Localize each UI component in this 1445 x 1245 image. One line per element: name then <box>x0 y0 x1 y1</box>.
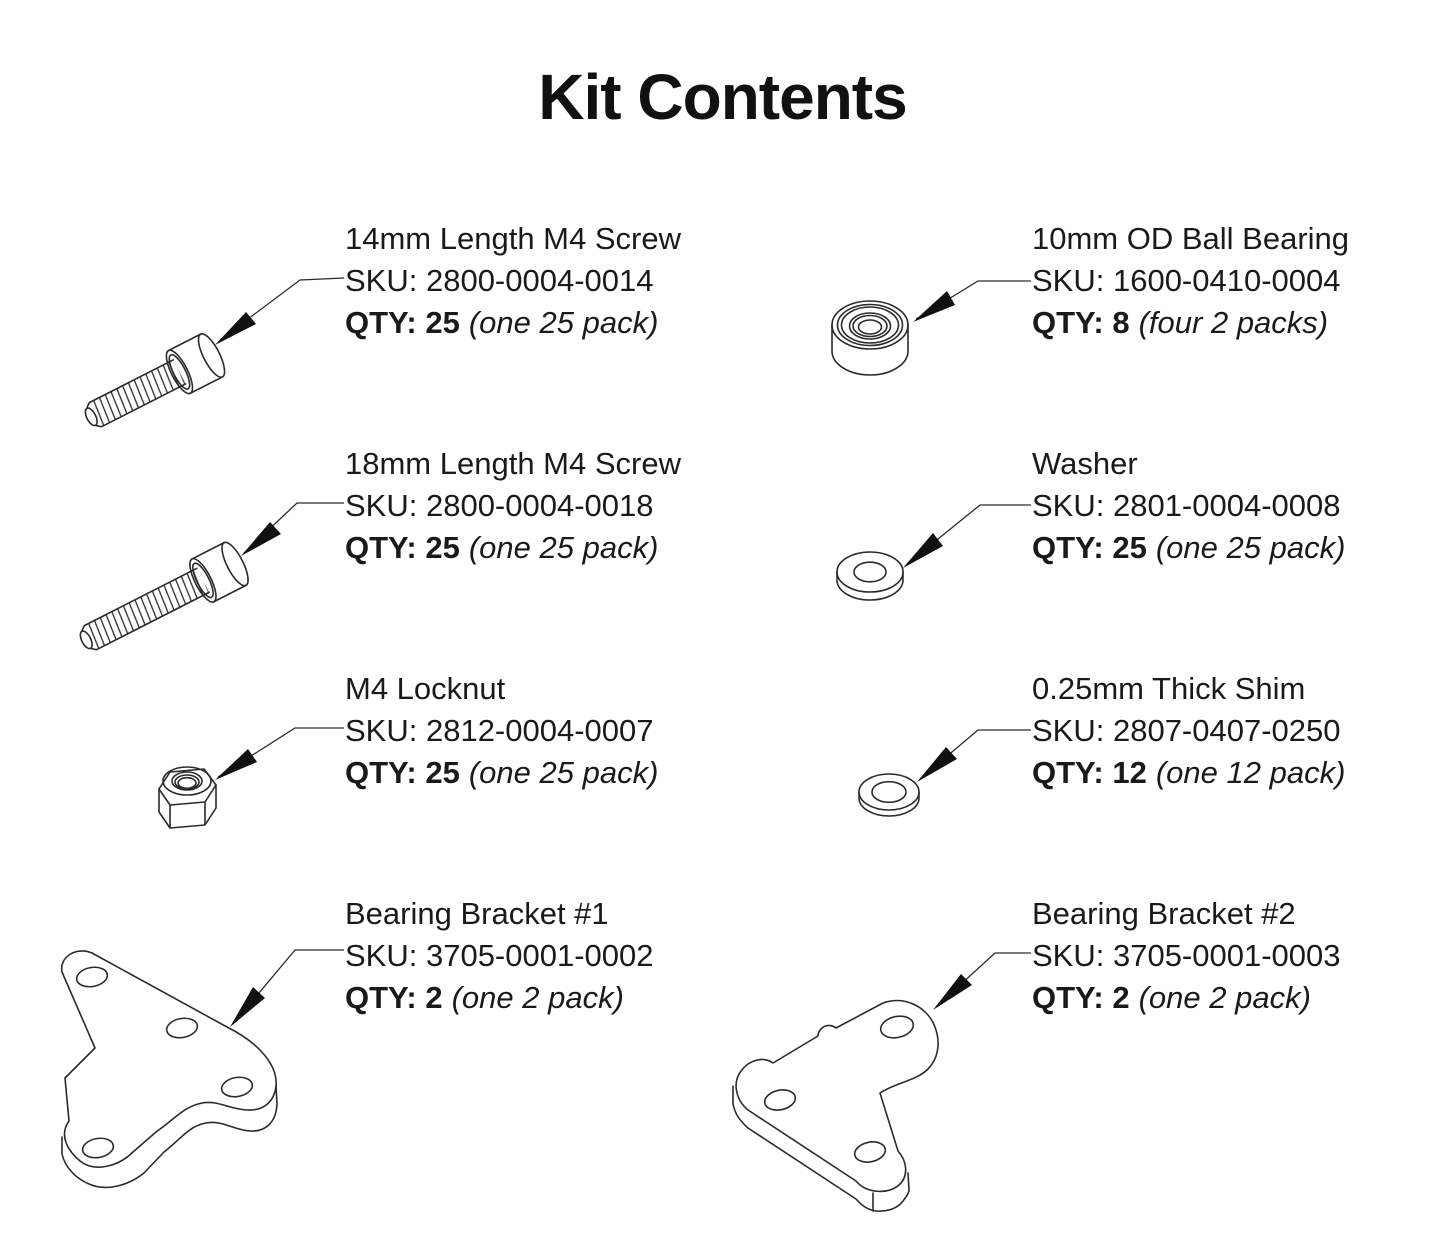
item-label-bracket-1: Bearing Bracket #1 SKU: 3705-0001-0002 Q… <box>345 893 765 1019</box>
item-qty-count: QTY: 25 <box>345 305 460 340</box>
leader-arrowhead <box>215 312 256 345</box>
item-name: 10mm OD Ball Bearing <box>1032 221 1350 256</box>
item-qty-count: QTY: 25 <box>345 530 460 565</box>
locknut-illustration <box>158 727 344 829</box>
washer-drawing <box>836 551 904 601</box>
item-label-shim: 0.25mm Thick Shim SKU: 2807-0407-0250 QT… <box>1032 668 1445 794</box>
locknut-drawing <box>158 766 217 829</box>
item-sku: SKU: 2800-0004-0014 <box>345 263 654 298</box>
screw-drawing <box>79 541 249 651</box>
item-sku: SKU: 2807-0407-0250 <box>1032 713 1341 748</box>
bracket-drawing <box>60 950 278 1189</box>
screw-drawing <box>84 333 226 428</box>
shim-drawing <box>858 773 920 817</box>
washer-illustration <box>836 504 1031 601</box>
leader-arrowhead <box>230 987 265 1027</box>
item-qty: QTY: 2(one 2 pack) <box>345 977 765 1019</box>
item-pack-note: (one 2 pack) <box>451 980 624 1015</box>
item-pack-note: (four 2 packs) <box>1138 305 1329 340</box>
item-sku: SKU: 2801-0004-0008 <box>1032 488 1341 523</box>
item-qty: QTY: 25(one 25 pack) <box>1032 527 1445 569</box>
item-qty: QTY: 2(one 2 pack) <box>1032 977 1445 1019</box>
leader-arrowhead <box>917 747 957 782</box>
item-pack-note: (one 2 pack) <box>1138 980 1311 1015</box>
item-name: Bearing Bracket #1 <box>345 896 609 931</box>
item-name: Washer <box>1032 446 1138 481</box>
item-label-locknut: M4 Locknut SKU: 2812-0004-0007 QTY: 25(o… <box>345 668 765 794</box>
item-qty: QTY: 25(one 25 pack) <box>345 752 765 794</box>
item-qty-count: QTY: 12 <box>1032 755 1147 790</box>
item-name: 0.25mm Thick Shim <box>1032 671 1306 706</box>
item-qty: QTY: 12(one 12 pack) <box>1032 752 1445 794</box>
item-label-washer: Washer SKU: 2801-0004-0008 QTY: 25(one 2… <box>1032 443 1445 569</box>
bearing-bracket-2-illustration <box>732 952 1031 1212</box>
item-pack-note: (one 12 pack) <box>1155 755 1346 790</box>
item-sku: SKU: 2800-0004-0018 <box>345 488 654 523</box>
item-pack-note: (one 25 pack) <box>468 530 659 565</box>
bearing-drawing <box>831 300 909 376</box>
item-name: Bearing Bracket #2 <box>1032 896 1296 931</box>
leader-arrowhead <box>903 533 943 568</box>
page-title: Kit Contents <box>538 61 907 133</box>
item-sku: SKU: 3705-0001-0003 <box>1032 938 1341 973</box>
item-qty: QTY: 25(one 25 pack) <box>345 302 765 344</box>
item-pack-note: (one 25 pack) <box>468 755 659 790</box>
leader-arrowhead <box>933 974 972 1010</box>
leader-arrowhead <box>215 749 257 780</box>
leader-arrowhead <box>913 291 955 322</box>
item-name: 18mm Length M4 Screw <box>345 446 681 481</box>
screw-18mm-illustration <box>79 502 344 651</box>
item-qty-count: QTY: 2 <box>345 980 443 1015</box>
item-qty: QTY: 25(one 25 pack) <box>345 527 765 569</box>
leader-arrowhead <box>241 522 281 556</box>
item-sku: SKU: 1600-0410-0004 <box>1032 263 1341 298</box>
item-qty: QTY: 8(four 2 packs) <box>1032 302 1445 344</box>
item-label-18mm-screw: 18mm Length M4 Screw SKU: 2800-0004-0018… <box>345 443 765 569</box>
screw-14mm-illustration <box>84 277 345 428</box>
bearing-bracket-1-illustration <box>60 949 344 1189</box>
shim-illustration <box>858 729 1031 817</box>
leader-line <box>232 949 344 1025</box>
item-sku: SKU: 2812-0004-0007 <box>345 713 654 748</box>
item-label-ball-bearing: 10mm OD Ball Bearing SKU: 1600-0410-0004… <box>1032 218 1445 344</box>
item-sku: SKU: 3705-0001-0002 <box>345 938 654 973</box>
item-label-bracket-2: Bearing Bracket #2 SKU: 3705-0001-0003 Q… <box>1032 893 1445 1019</box>
item-name: 14mm Length M4 Screw <box>345 221 681 256</box>
leader-line <box>919 729 1031 780</box>
item-pack-note: (one 25 pack) <box>468 305 659 340</box>
item-name: M4 Locknut <box>345 671 506 706</box>
item-qty-count: QTY: 25 <box>345 755 460 790</box>
item-qty-count: QTY: 8 <box>1032 305 1130 340</box>
bracket-drawing <box>732 999 939 1212</box>
item-label-14mm-screw: 14mm Length M4 Screw SKU: 2800-0004-0014… <box>345 218 765 344</box>
item-qty-count: QTY: 2 <box>1032 980 1130 1015</box>
ball-bearing-illustration <box>831 280 1031 376</box>
item-pack-note: (one 25 pack) <box>1155 530 1346 565</box>
item-qty-count: QTY: 25 <box>1032 530 1147 565</box>
